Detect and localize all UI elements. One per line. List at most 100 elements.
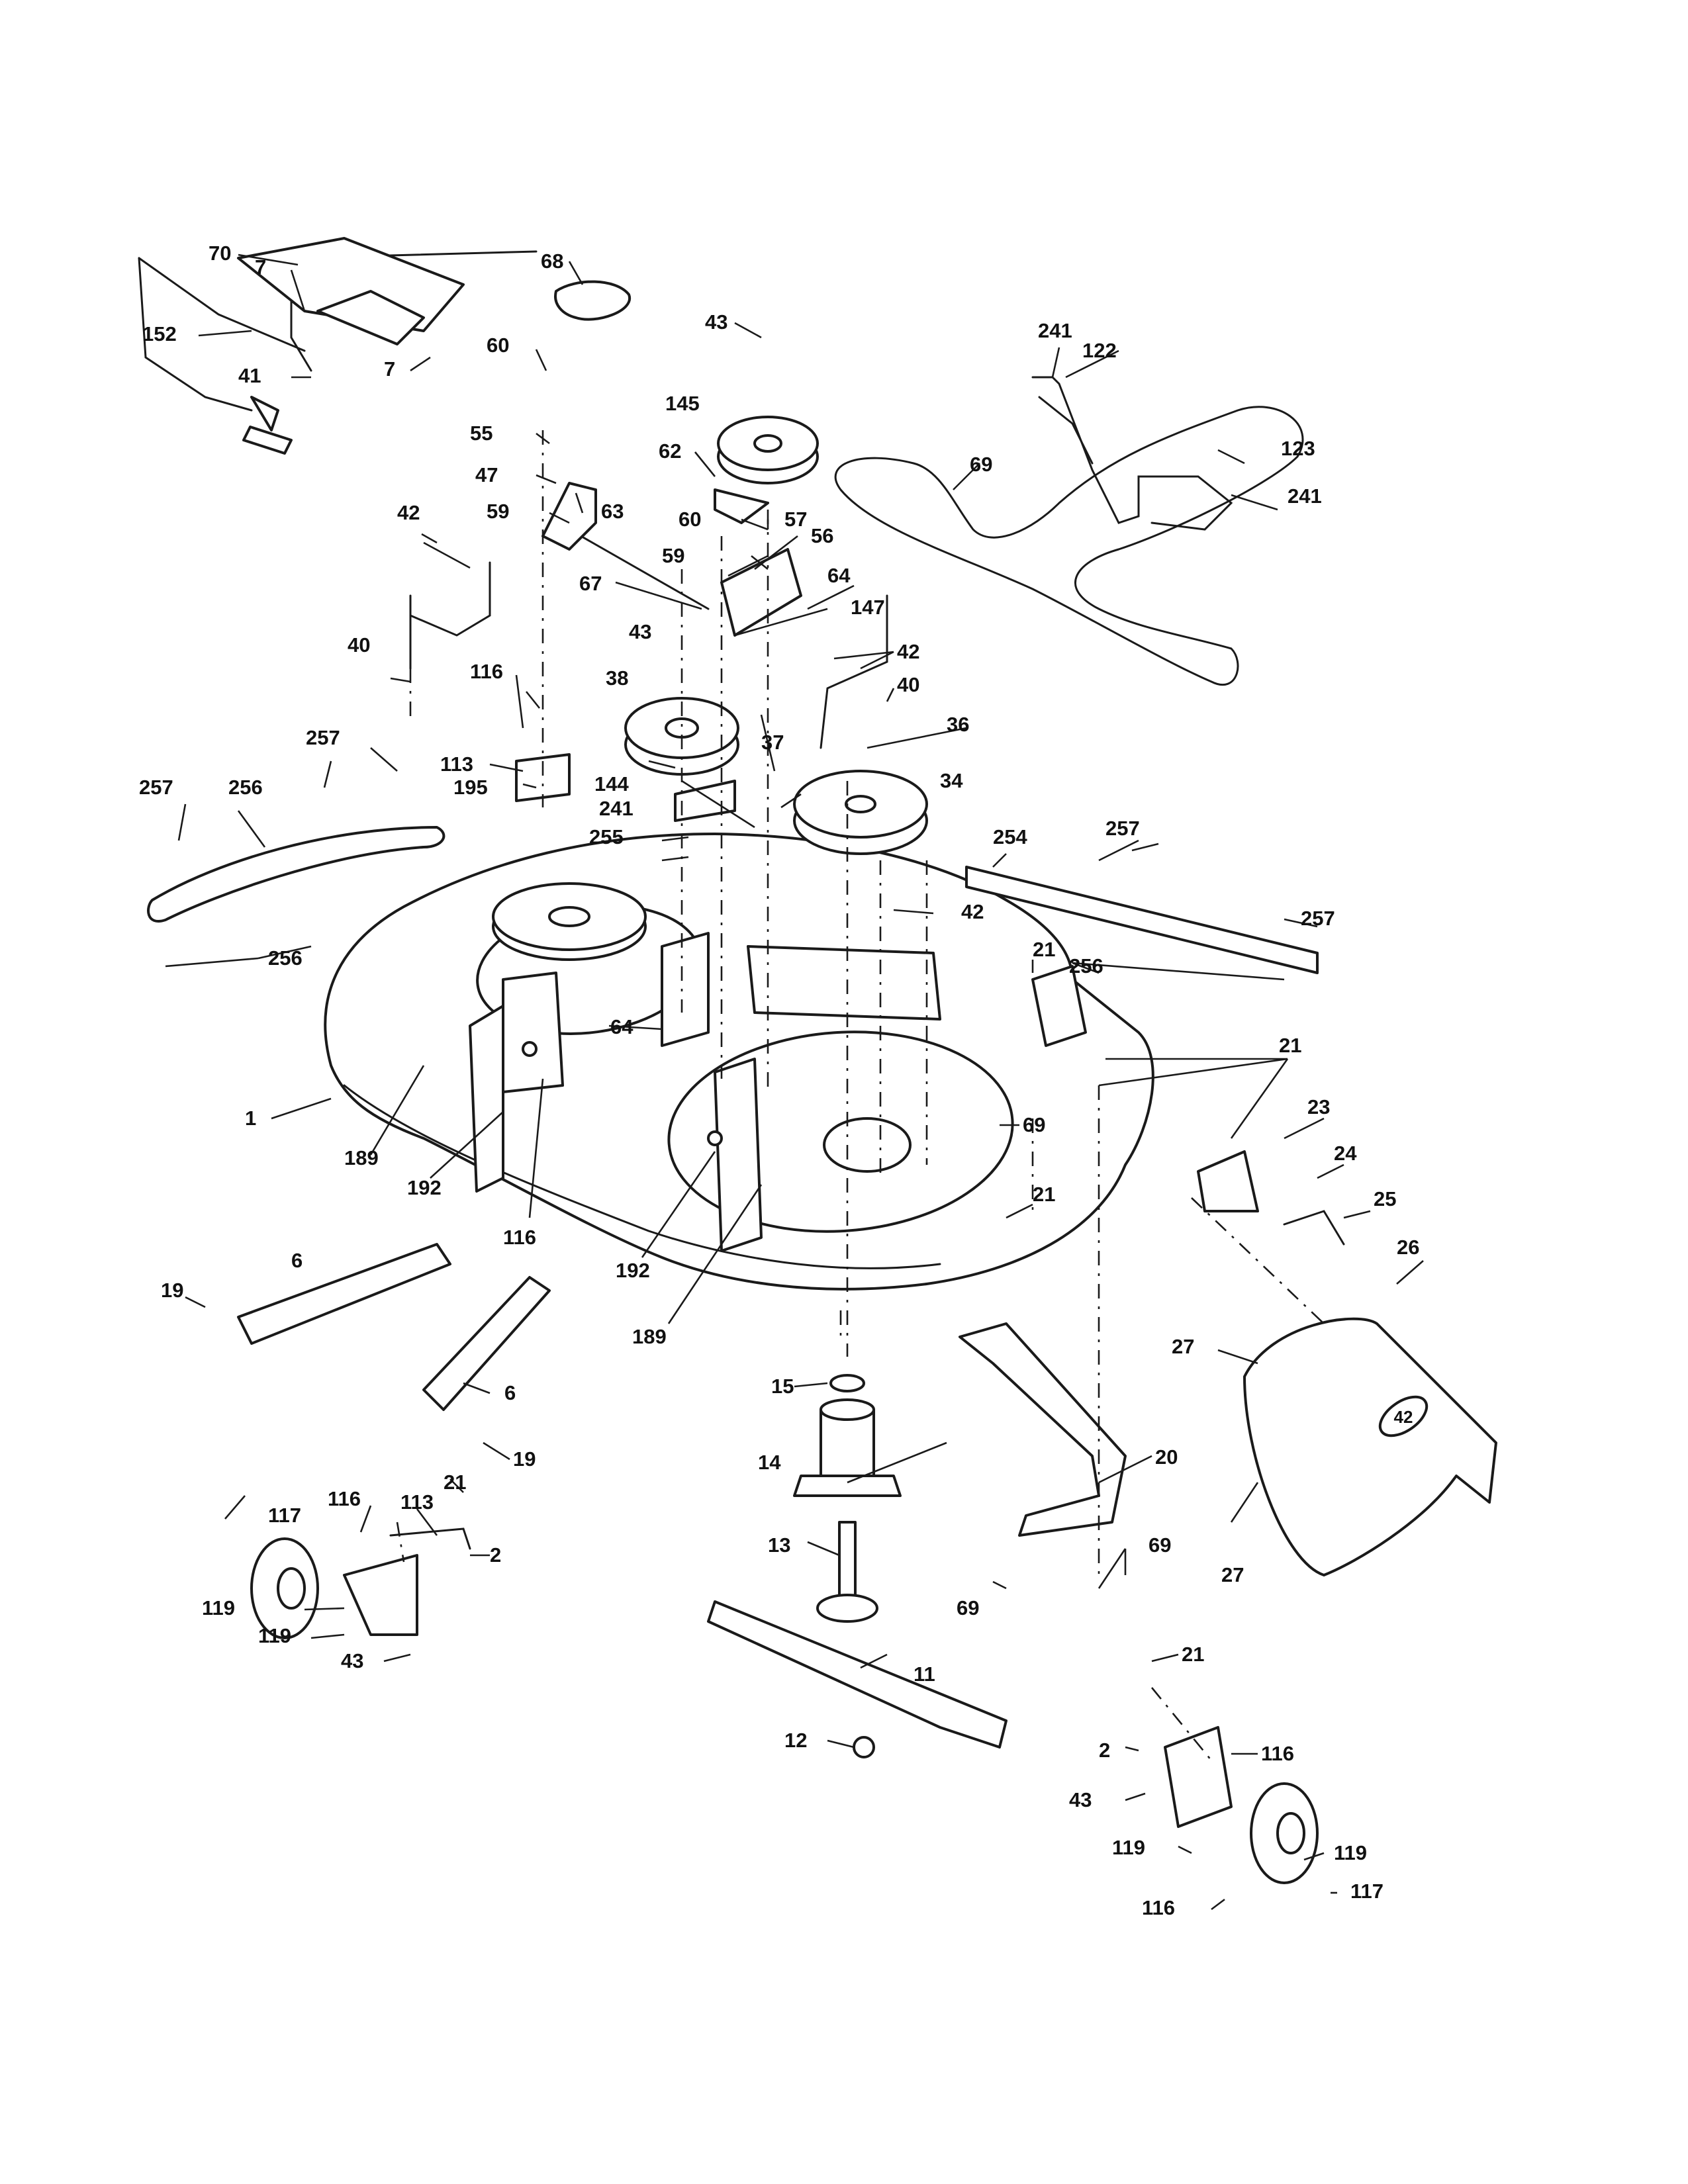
callout-69-left: 69 bbox=[957, 1596, 979, 1619]
deck-hanger-rear bbox=[422, 1276, 551, 1411]
callout-38-right: 40 bbox=[897, 673, 919, 696]
callout-36: 38 bbox=[606, 666, 628, 690]
callout-40-right: 43 bbox=[1069, 1788, 1092, 1811]
chute-bracket bbox=[959, 1322, 1127, 1537]
callout-57-b: 60 bbox=[679, 508, 701, 531]
callout-11: 11 bbox=[914, 1662, 935, 1686]
callout-69-top: 69 bbox=[1023, 1113, 1045, 1136]
belt-keeper-left bbox=[409, 561, 491, 670]
callout-189-right: 192 bbox=[616, 1259, 650, 1282]
callout-2-right: 2 bbox=[1099, 1739, 1110, 1762]
discharge-chute: 42 bbox=[1243, 1317, 1497, 1576]
leader-lines bbox=[165, 253, 1424, 1911]
callout-113-mid: 116 bbox=[503, 1226, 536, 1249]
callout-256-left: 256 bbox=[268, 946, 303, 970]
callout-112: 116 bbox=[1261, 1742, 1294, 1765]
callout-13: 13 bbox=[768, 1533, 790, 1557]
callout-147: 147 bbox=[851, 596, 885, 619]
lift-lever-assembly bbox=[138, 237, 538, 455]
blade-bolt bbox=[853, 1736, 875, 1758]
callout-257-b: 257 bbox=[139, 776, 173, 799]
callout-labels: 70 7 7 152 41 68 43 60 55 47 59 63 145 6… bbox=[139, 242, 1419, 1919]
callout-195-top: 241 bbox=[1038, 319, 1072, 342]
deck-hanger-front bbox=[237, 1243, 451, 1345]
belt-guide bbox=[1031, 376, 1233, 531]
callout-6-bottom: 6 bbox=[504, 1381, 516, 1404]
gauge-wheel-right bbox=[1164, 1726, 1319, 1884]
callout-40-a: 43 bbox=[705, 310, 727, 334]
callout-40-left: 43 bbox=[341, 1649, 363, 1672]
idler-pulley-145 bbox=[717, 416, 819, 484]
gauge-wheel-left bbox=[250, 1527, 471, 1639]
chute-spring bbox=[1283, 1210, 1345, 1246]
callout-19-bottom: 19 bbox=[513, 1447, 536, 1471]
callout-257-c: 257 bbox=[1105, 817, 1140, 840]
callout-56-b: 59 bbox=[662, 544, 684, 567]
callout-47: 113 bbox=[440, 752, 473, 776]
drive-belt bbox=[834, 406, 1304, 686]
mower-blade bbox=[707, 1600, 1008, 1749]
spindle-shaft bbox=[816, 1521, 878, 1623]
callout-195-right: 241 bbox=[1288, 484, 1322, 508]
callout-21-lower-right: 21 bbox=[1182, 1643, 1204, 1666]
callout-7-top: 7 bbox=[255, 255, 266, 279]
callout-123: 123 bbox=[1281, 437, 1315, 460]
callout-21-mid: 21 bbox=[1033, 1183, 1055, 1206]
callout-116-left: 117 bbox=[268, 1504, 301, 1527]
callout-32: 34 bbox=[940, 769, 963, 792]
callout-41-left: 42 bbox=[397, 501, 420, 524]
chute-hinge-bracket bbox=[1197, 1150, 1259, 1212]
blade-spindle bbox=[793, 1374, 902, 1497]
callout-117-left: 119 bbox=[202, 1596, 235, 1619]
callout-24: 24 bbox=[1334, 1142, 1357, 1165]
callout-255: 256 bbox=[228, 776, 263, 799]
callout-12: 12 bbox=[784, 1729, 807, 1752]
callout-111: 113 bbox=[400, 1490, 434, 1514]
callout-2-left: 2 bbox=[490, 1543, 501, 1567]
callout-21-lower-left: 21 bbox=[444, 1471, 466, 1494]
callout-20: 20 bbox=[1155, 1445, 1178, 1469]
callout-38-left: 40 bbox=[348, 633, 370, 657]
callout-67: 68 bbox=[541, 250, 563, 273]
callout-257-a: 257 bbox=[306, 726, 340, 749]
callout-64: 67 bbox=[579, 572, 602, 595]
callout-68: 69 bbox=[970, 453, 992, 476]
callout-113-left: 116 bbox=[328, 1487, 361, 1510]
callout-26: 26 bbox=[1397, 1236, 1419, 1259]
callout-256-right: 256 bbox=[1069, 954, 1103, 978]
callout-144: 144 bbox=[594, 772, 629, 796]
callout-21-right: 21 bbox=[1279, 1034, 1301, 1057]
callout-145: 145 bbox=[665, 392, 700, 415]
spindle-pulley-32 bbox=[793, 770, 928, 855]
callout-254: 254 bbox=[993, 825, 1027, 848]
callout-41-mid: 42 bbox=[961, 900, 984, 923]
callout-27: 27 bbox=[1221, 1563, 1244, 1586]
callout-189-left: 192 bbox=[407, 1176, 442, 1199]
callout-41-right: 42 bbox=[897, 640, 919, 663]
callout-60: 63 bbox=[601, 500, 624, 523]
callout-59: 62 bbox=[659, 439, 681, 463]
callout-19-left: 19 bbox=[161, 1279, 183, 1302]
callout-42: 47 bbox=[475, 463, 498, 486]
callout-152: 152 bbox=[142, 322, 177, 345]
callout-122: 122 bbox=[1082, 339, 1117, 362]
callout-23: 23 bbox=[1307, 1095, 1330, 1118]
callout-113-right: 116 bbox=[1142, 1896, 1175, 1919]
callout-119-right: 119 bbox=[1112, 1836, 1145, 1859]
control-knob bbox=[554, 280, 632, 321]
bracket-47 bbox=[515, 753, 571, 802]
callout-21-top: 21 bbox=[1033, 938, 1055, 961]
callout-62: 64 bbox=[610, 1015, 633, 1038]
callout-119-left: 119 bbox=[258, 1624, 291, 1647]
callout-113-top: 116 bbox=[470, 660, 503, 683]
callout-56-a: 59 bbox=[487, 500, 509, 523]
belt-keeper-right bbox=[820, 594, 888, 749]
callout-117-right: 119 bbox=[1334, 1841, 1367, 1864]
callout-6-top: 6 bbox=[291, 1249, 303, 1272]
callout-1: 1 bbox=[245, 1107, 256, 1130]
callout-15: 15 bbox=[771, 1375, 794, 1398]
callout-188-right: 189 bbox=[632, 1325, 667, 1348]
callout-33: 36 bbox=[947, 713, 969, 736]
deck-pulley bbox=[492, 882, 647, 961]
